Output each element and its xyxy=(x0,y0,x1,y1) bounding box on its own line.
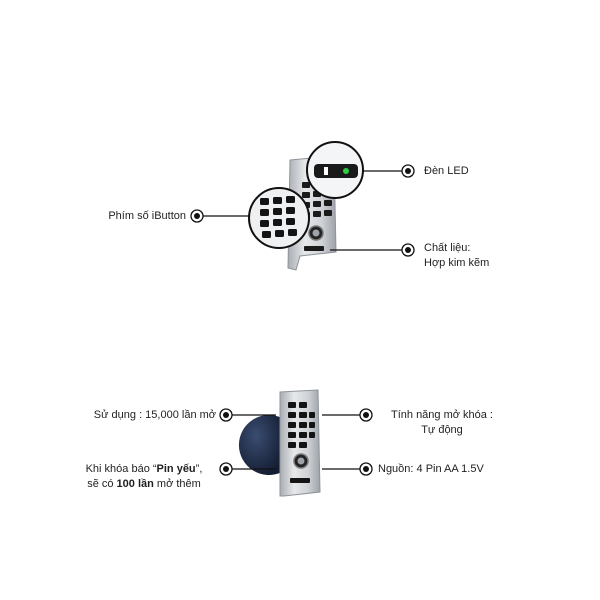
label-keypad: Phím số iButton xyxy=(108,210,186,222)
low-battery-line2-pre: sẽ có xyxy=(87,478,117,490)
low-battery-bold2: 100 lần xyxy=(116,478,154,490)
low-battery-line2-post: mở thêm xyxy=(153,478,201,490)
label-feature: Tính năng mở khóa : Tự động xyxy=(376,408,508,438)
top-callout-dots xyxy=(190,164,415,257)
label-low-battery-line2: sẽ có 100 lần mở thêm xyxy=(70,477,218,492)
led-indicator-icon xyxy=(343,168,349,174)
low-battery-bold1: Pin yếu xyxy=(156,463,196,475)
top-bottom-keys xyxy=(304,246,324,251)
low-battery-mid: ”, xyxy=(195,463,203,475)
label-feature-line2: Tự động xyxy=(421,424,463,436)
knob-blue xyxy=(238,415,282,476)
led-zoom xyxy=(306,141,364,199)
bottom-callout-lines xyxy=(226,414,366,470)
label-material-line2: Hợp kim kẽm xyxy=(424,257,490,269)
low-battery-pre: Khi khóa báo “ xyxy=(85,463,157,475)
label-feature-line1: Tính năng mở khóa : xyxy=(391,409,493,421)
keypad-zoom xyxy=(248,187,310,249)
label-material-line1: Chất liệu: xyxy=(424,242,471,254)
label-low-battery-line1: Khi khóa báo “Pin yếu”, xyxy=(70,462,218,477)
label-usage: Sử dụng : 15,000 lần mở xyxy=(93,409,216,421)
bottom-lock xyxy=(238,389,321,497)
label-led: Đèn LED xyxy=(424,165,469,177)
bottom-bottom-keys xyxy=(290,478,310,483)
top-callout-lines xyxy=(197,170,408,251)
label-low-battery: Khi khóa báo “Pin yếu”, sẽ có 100 lần mở… xyxy=(70,462,218,492)
bottom-plate-keys xyxy=(288,402,315,448)
label-material: Chất liệu: Hợp kim kẽm xyxy=(424,241,489,271)
label-power: Nguồn: 4 Pin AA 1.5V xyxy=(378,463,484,475)
bottom-callout-dots xyxy=(219,408,373,476)
